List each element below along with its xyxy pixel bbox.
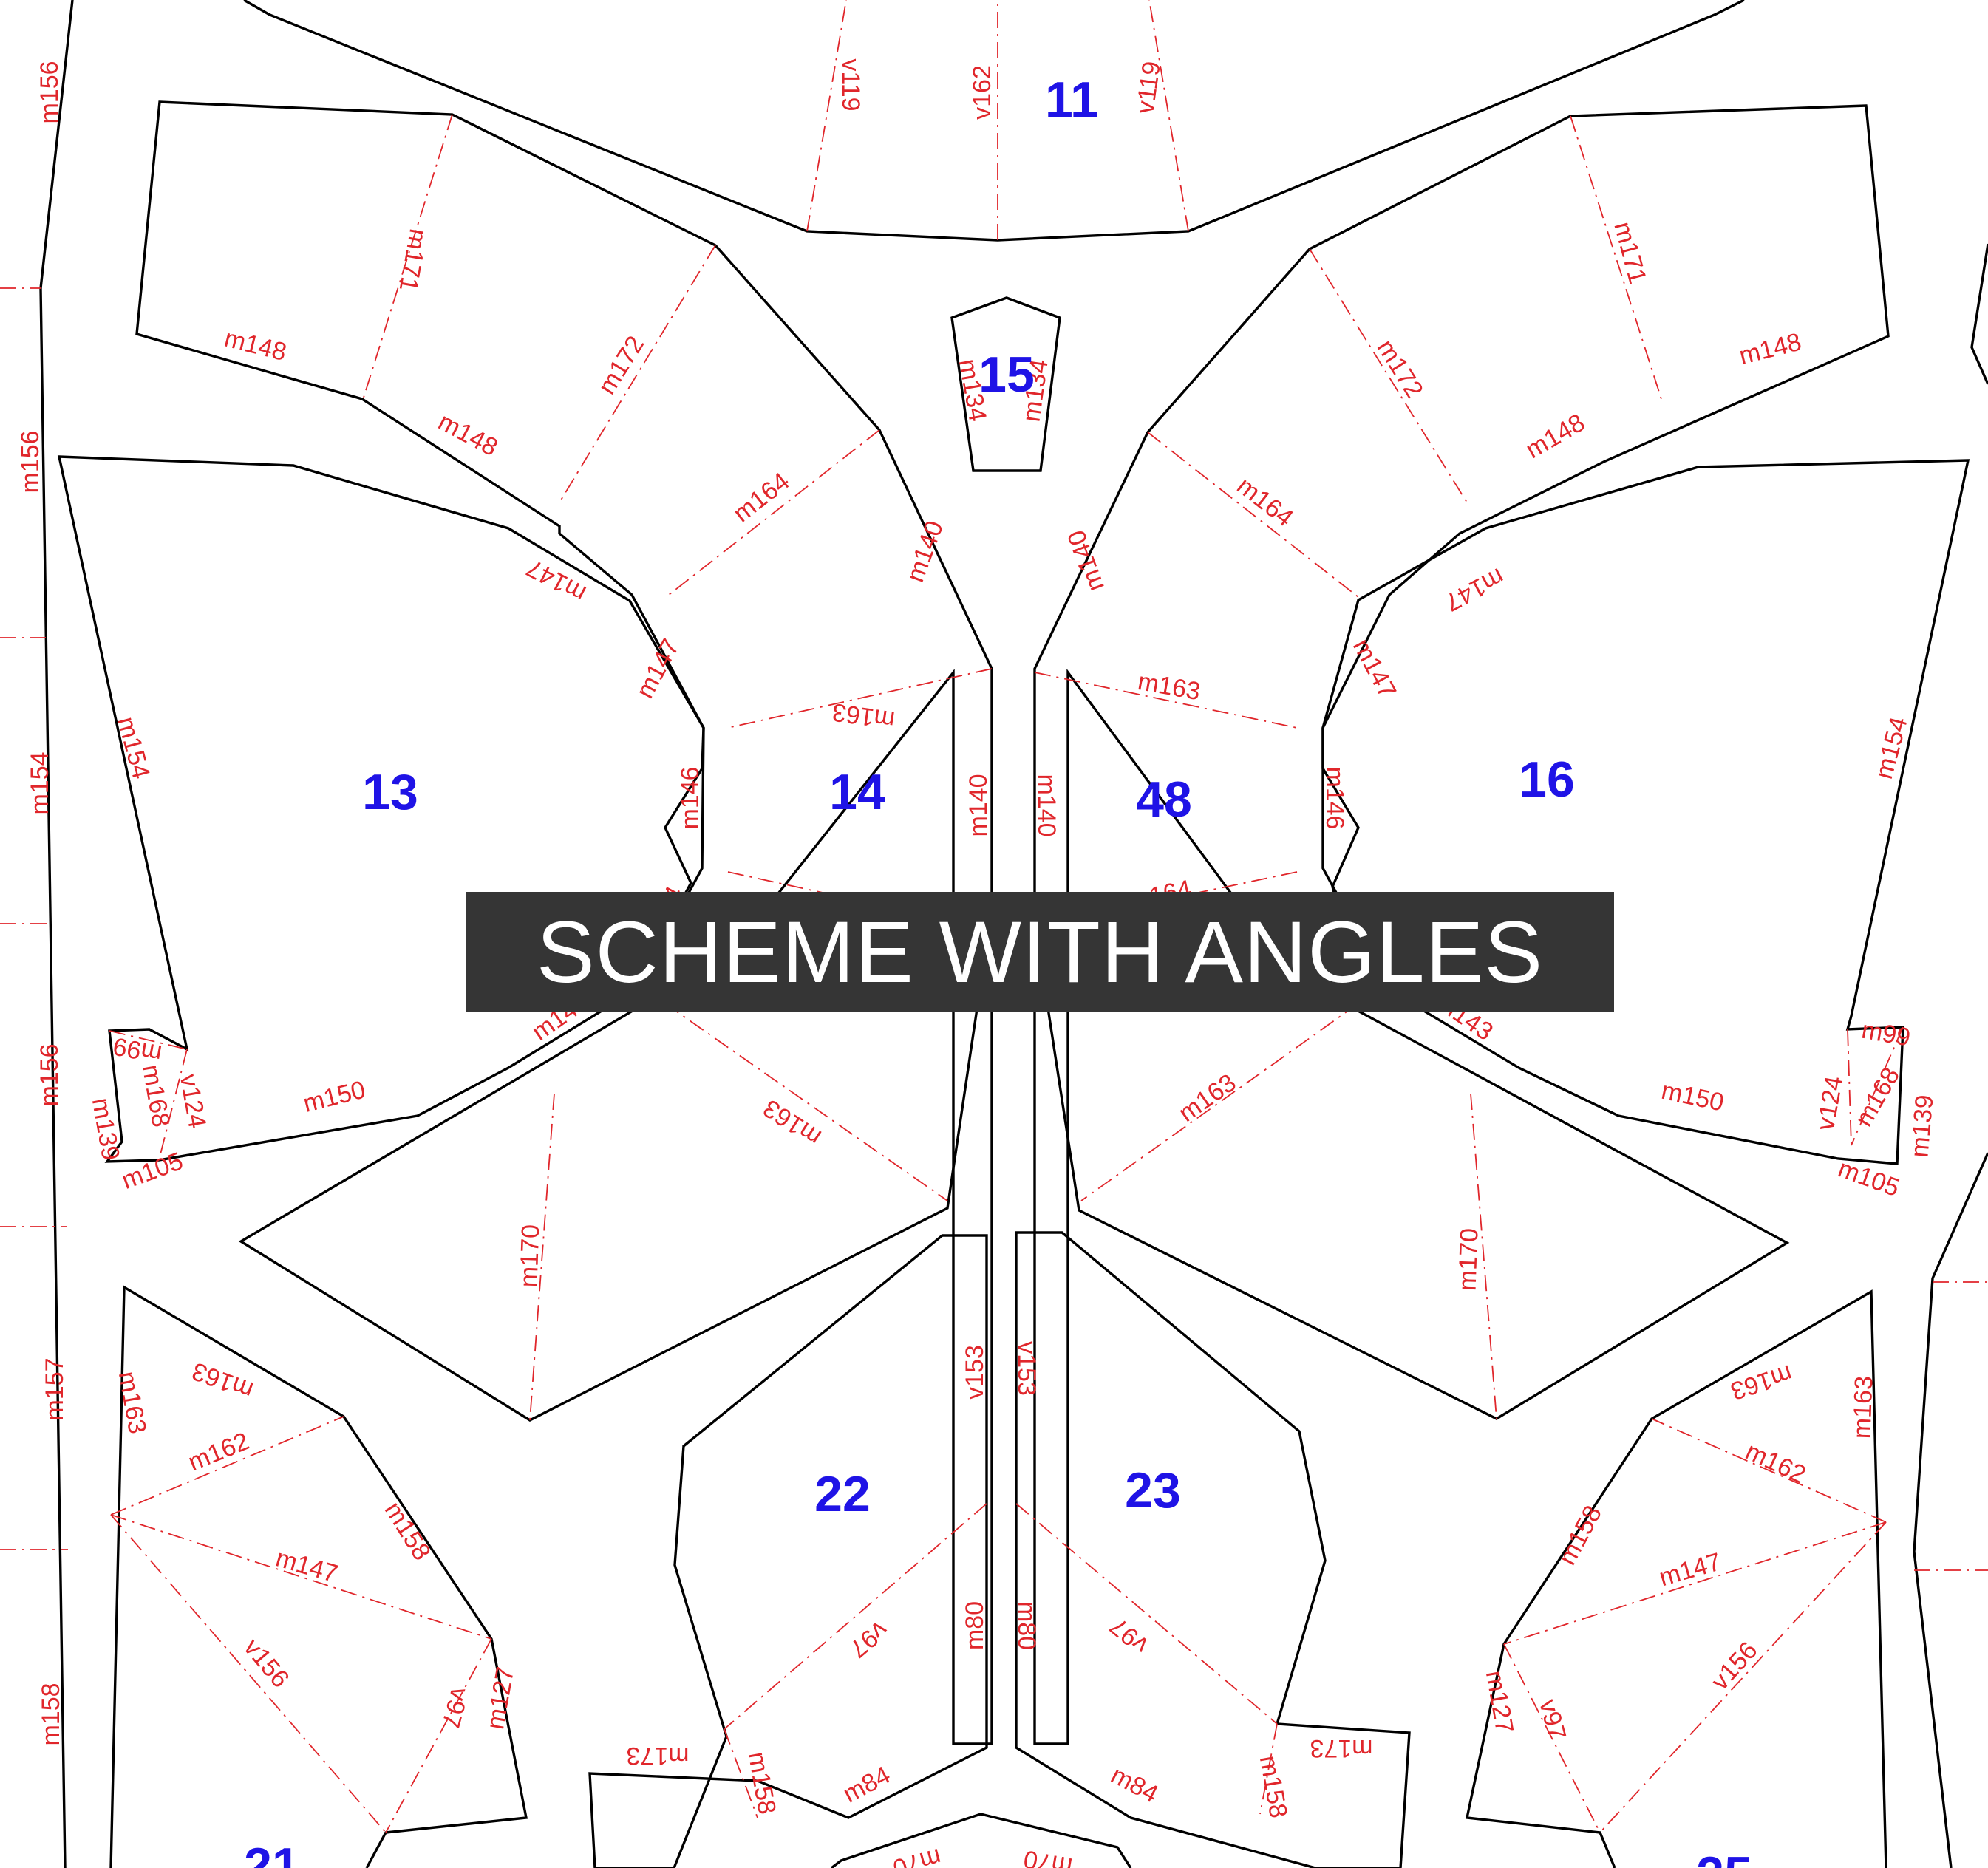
label-m140: m140 [901, 517, 949, 586]
label-m164: m164 [1232, 471, 1298, 532]
label-m156: m156 [16, 430, 44, 493]
label-v97: v97 [1105, 1612, 1154, 1659]
piece-number-15: 15 [978, 347, 1035, 403]
label-m150: m150 [1659, 1077, 1726, 1117]
label-m168: m168 [1850, 1063, 1905, 1131]
label-m105: m105 [118, 1147, 187, 1195]
label-m162: m162 [184, 1427, 253, 1476]
outline-lower-left-center [238, 992, 981, 1422]
label-v156: v156 [1706, 1637, 1763, 1696]
label-m147: m147 [631, 634, 685, 703]
label-m172: m172 [593, 331, 650, 399]
outline-lower-right-center [1044, 992, 1790, 1420]
outline-piece-23 [1015, 1231, 1411, 1868]
outline-right-edge [1970, 243, 1988, 385]
outline-piece-13 [57, 455, 705, 1163]
label-m170: m170 [515, 1224, 545, 1287]
label-m99: m99 [1859, 1016, 1913, 1052]
piece-numbers: 11 15 13 14 48 16 22 23 21 25 [244, 72, 1752, 1868]
piece-number-13: 13 [362, 764, 418, 820]
label-m154: m154 [112, 714, 155, 782]
label-v156: v156 [238, 1633, 295, 1693]
outline-lower-center [830, 1813, 1132, 1868]
label-m173: m173 [1310, 1734, 1372, 1762]
label-m158: m158 [379, 1497, 436, 1565]
piece-number-11: 11 [1045, 72, 1098, 128]
piece-number-16: 16 [1519, 751, 1575, 808]
label-v119: v119 [1131, 60, 1166, 116]
label-v97: v97 [1533, 1697, 1571, 1743]
label-m139: m139 [1905, 1094, 1938, 1159]
label-m156: m156 [35, 61, 64, 123]
label-m70: m70 [890, 1843, 944, 1868]
label-m163: m163 [831, 698, 897, 734]
title-banner: SCHEME WITH ANGLES [466, 892, 1614, 1012]
piece-number-21: 21 [244, 1838, 300, 1868]
outline-piece-22 [588, 1234, 988, 1868]
label-m150: m150 [300, 1076, 368, 1118]
label-m168: m168 [137, 1063, 175, 1129]
label-m140: m140 [1062, 526, 1110, 595]
label-m158: m158 [1553, 1501, 1607, 1569]
label-m80: m80 [1012, 1601, 1041, 1650]
piece-number-14: 14 [829, 764, 885, 820]
label-v124: v124 [174, 1071, 211, 1130]
label-m164: m164 [728, 467, 794, 528]
label-m170: m170 [1454, 1227, 1484, 1291]
label-m163: m163 [1727, 1359, 1796, 1405]
label-m127: m127 [481, 1665, 520, 1731]
label-m147: m147 [273, 1544, 341, 1588]
label-m172: m172 [1372, 335, 1429, 403]
label-m140: m140 [1032, 774, 1061, 836]
label-m147: m147 [522, 553, 590, 607]
outline-piece-16 [1321, 459, 1970, 1165]
label-m70: m70 [1021, 1844, 1075, 1868]
label-m163: m163 [758, 1094, 826, 1151]
label-m146: m146 [676, 766, 704, 829]
label-m163: m163 [113, 1369, 152, 1436]
label-m158: m158 [743, 1750, 781, 1816]
label-m147: m147 [1440, 562, 1509, 616]
label-m148: m148 [1521, 409, 1590, 464]
label-m156: m156 [35, 1043, 64, 1106]
label-m163: m163 [1174, 1068, 1241, 1128]
label-v97: v97 [844, 1615, 893, 1663]
label-m154: m154 [26, 751, 54, 814]
label-v162: v162 [968, 65, 996, 120]
outline-piece-15 [950, 296, 1061, 472]
piece-number-25: 25 [1696, 1847, 1752, 1868]
label-m84: m84 [1106, 1761, 1162, 1809]
label-v153: v153 [1012, 1341, 1041, 1396]
label-m99: m99 [111, 1032, 164, 1068]
label-m146: m146 [1321, 766, 1349, 829]
label-m140: m140 [964, 774, 993, 836]
piece-number-23: 23 [1125, 1462, 1181, 1518]
label-m157: m157 [41, 1357, 69, 1420]
label-m163: m163 [1848, 1375, 1879, 1439]
outline-left-edge [39, 0, 74, 1868]
piece-number-48: 48 [1136, 771, 1192, 828]
label-v124: v124 [1811, 1074, 1848, 1132]
label-m84: m84 [839, 1761, 895, 1809]
banner-title: SCHEME WITH ANGLES [536, 903, 1544, 1001]
label-m163: m163 [188, 1357, 257, 1405]
label-m171: m171 [394, 227, 432, 293]
label-v119: v119 [837, 58, 865, 111]
label-m80: m80 [961, 1601, 989, 1650]
label-m158: m158 [1254, 1753, 1293, 1820]
label-m163: m163 [1136, 667, 1202, 706]
label-m158: m158 [37, 1683, 65, 1745]
label-v97: v97 [436, 1684, 474, 1731]
label-m148: m148 [434, 408, 503, 462]
label-m147: m147 [1347, 634, 1401, 703]
piece-number-22: 22 [814, 1466, 871, 1522]
outline-right-edge-lower [1913, 1152, 1988, 1868]
label-m173: m173 [626, 1742, 689, 1770]
label-v153: v153 [961, 1345, 989, 1400]
label-m162: m162 [1741, 1437, 1810, 1489]
label-m148: m148 [1736, 328, 1804, 370]
